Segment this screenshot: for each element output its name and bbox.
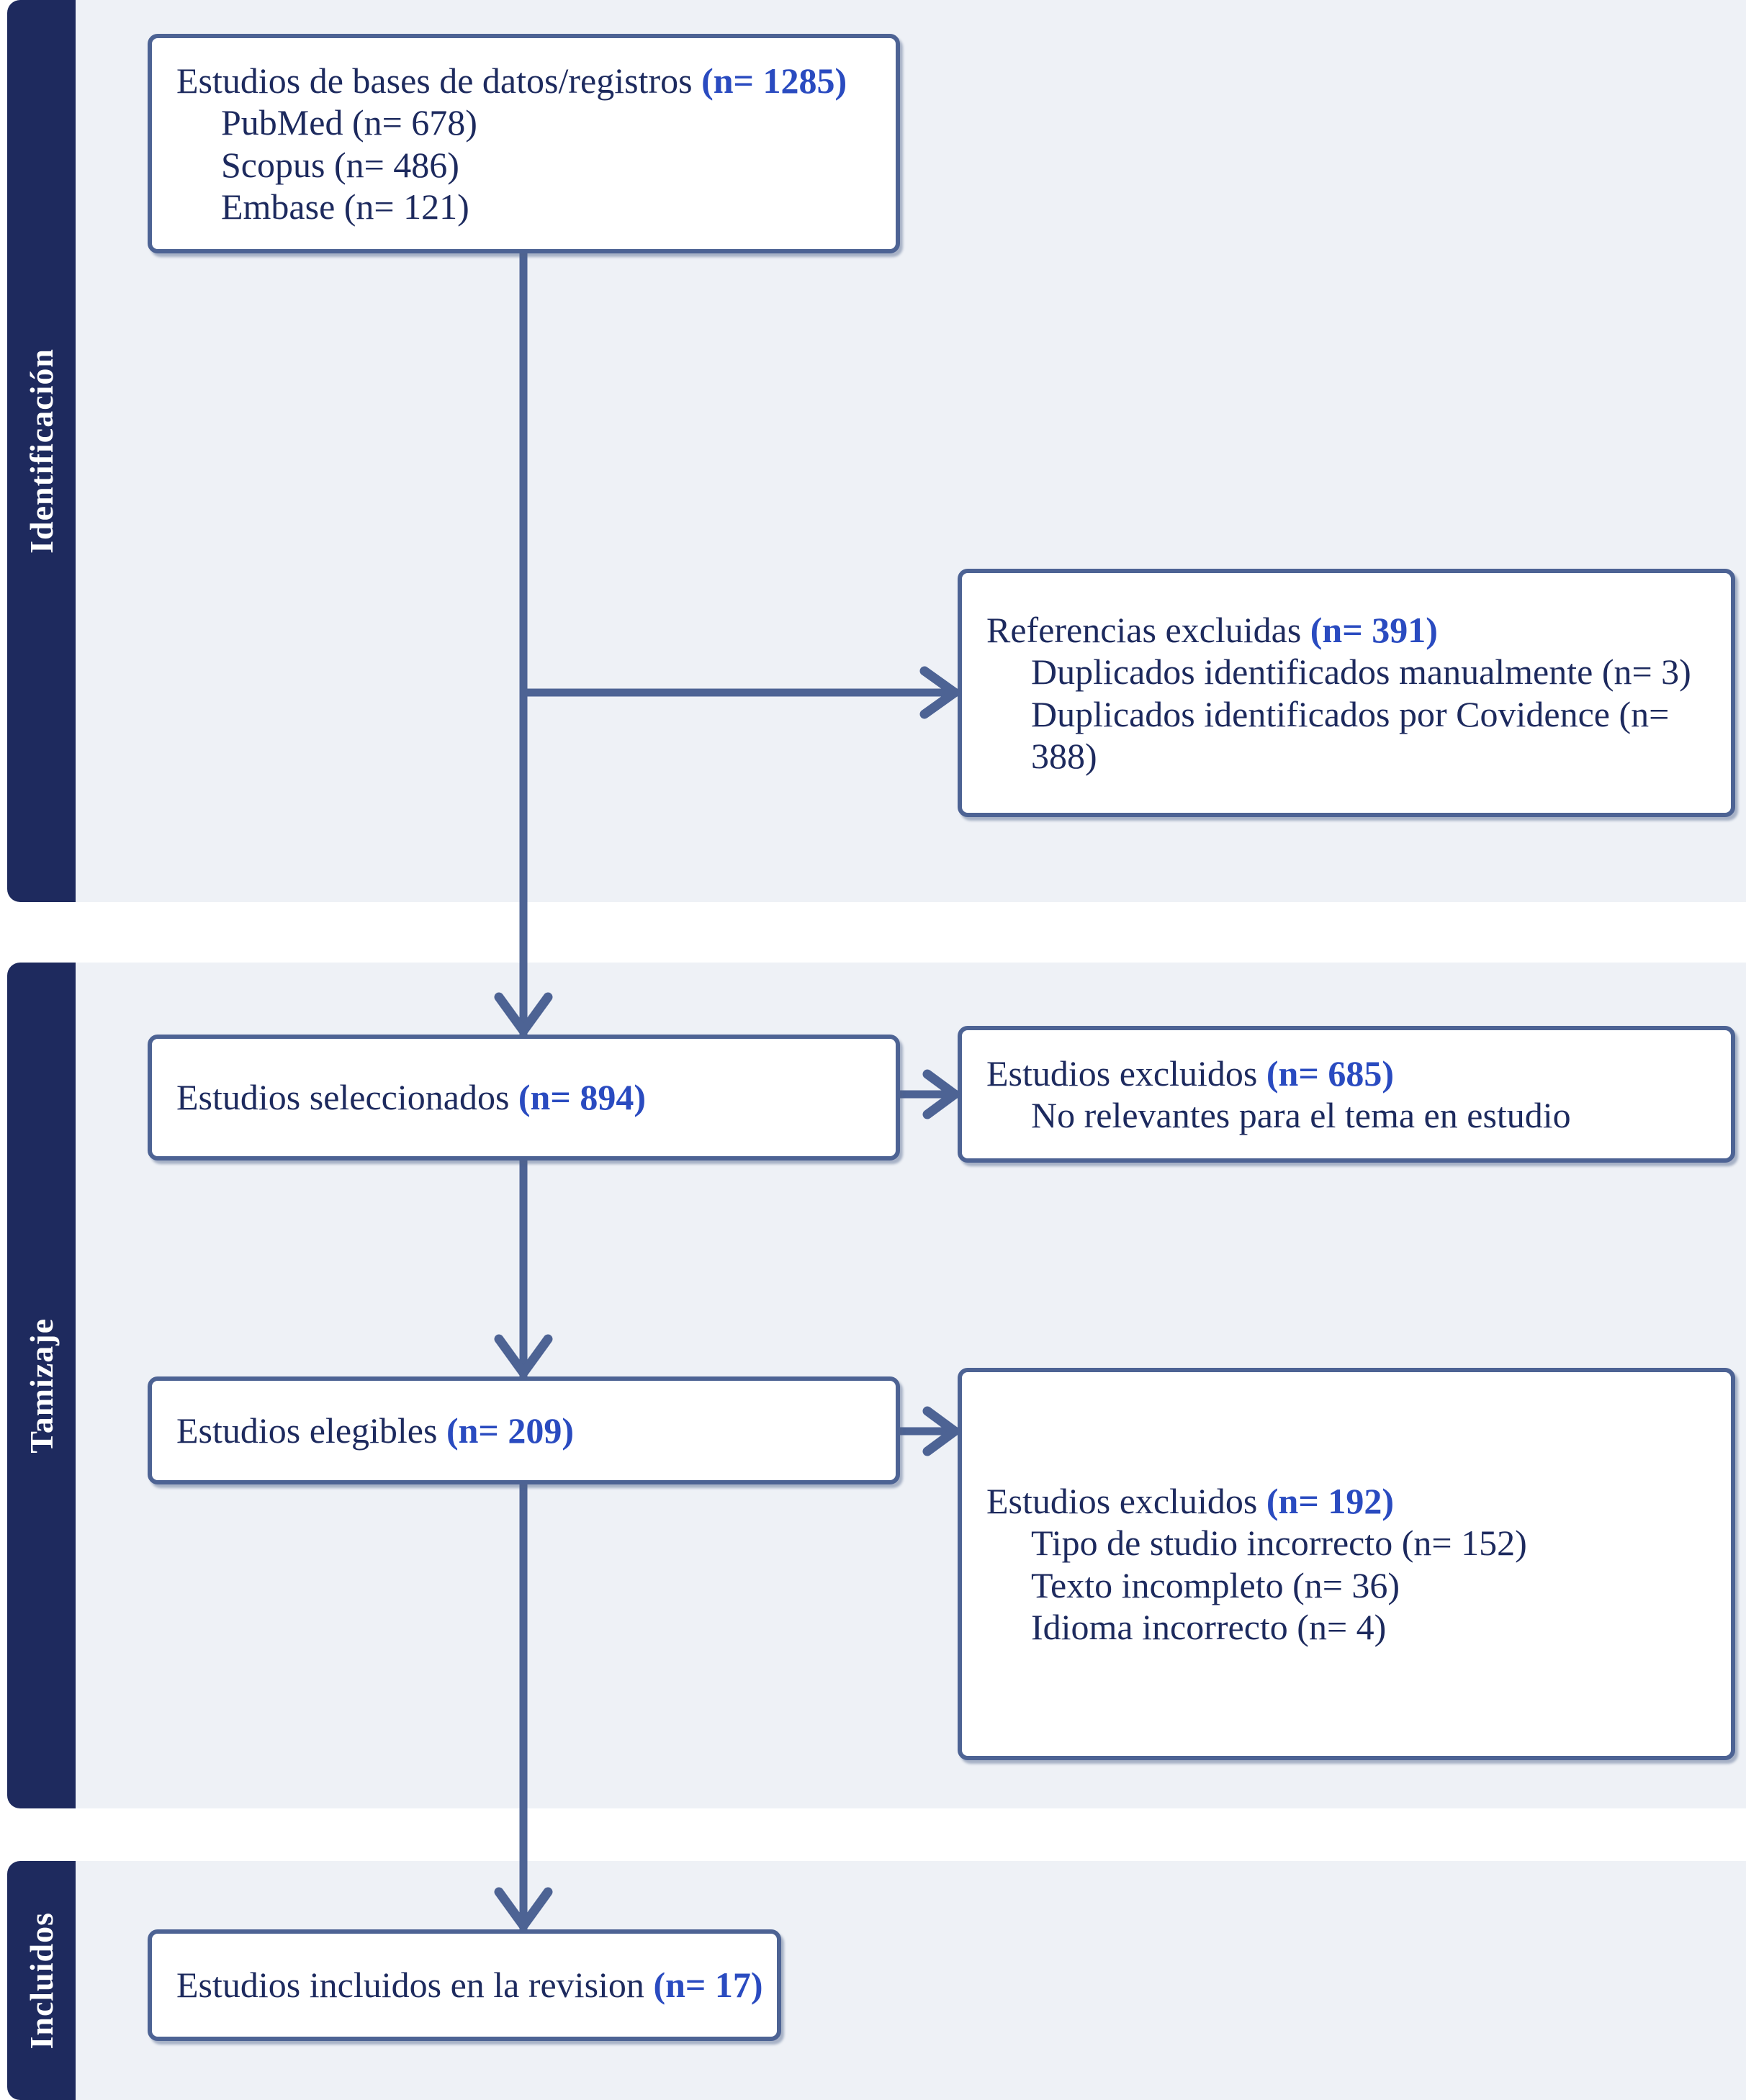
included-box: Estudios incluidos en la revision (n= 17… <box>148 1929 781 2041</box>
excluded-eligible-box-title-text: Estudios excluidos <box>986 1480 1266 1521</box>
sources-box-item: Scopus (n= 486) <box>221 144 459 185</box>
excluded-screened-box-title-count: (n= 685) <box>1266 1053 1394 1094</box>
stage-tab-included: Incluidos <box>7 1861 76 2100</box>
excluded-screened-box: Estudios excluidos (n= 685) No relevante… <box>958 1026 1735 1163</box>
excluded-references-box-item: Duplicados identificados por Covidence (… <box>1031 693 1670 777</box>
sources-box-title: Estudios de bases de datos/registros (n=… <box>176 60 871 102</box>
excluded-references-box-title: Referencias excluidas (n= 391) <box>986 609 1706 652</box>
stage-tab-screening-label: Tamizaje <box>23 1317 60 1454</box>
sources-box-title-count: (n= 1285) <box>701 60 847 101</box>
excluded-eligible-box-title: Estudios excluidos (n= 192) <box>986 1480 1706 1523</box>
screened-box: Estudios seleccionados (n= 894) <box>148 1035 900 1161</box>
excluded-eligible-box-item: Idioma incorrecto (n= 4) <box>1031 1607 1387 1647</box>
excluded-screened-box-item: No relevantes para el tema en estudio <box>1031 1095 1571 1135</box>
excluded-eligible-box-item: Texto incompleto (n= 36) <box>1031 1564 1400 1605</box>
included-box-title: Estudios incluidos en la revision (n= 17… <box>176 1964 763 2006</box>
stage-tab-identification: Identificación <box>7 0 76 902</box>
sources-box: Estudios de bases de datos/registros (n=… <box>148 34 900 253</box>
eligible-box-title: Estudios elegibles (n= 209) <box>176 1410 871 1452</box>
screened-box-title: Estudios seleccionados (n= 894) <box>176 1076 871 1119</box>
screened-box-title-count: (n= 894) <box>518 1077 647 1118</box>
included-box-title-text: Estudios incluidos en la revision <box>176 1965 654 2006</box>
eligible-box: Estudios elegibles (n= 209) <box>148 1376 900 1484</box>
included-box-title-count: (n= 17) <box>653 1965 763 2006</box>
eligible-box-title-count: (n= 209) <box>446 1410 575 1451</box>
screened-box-title-text: Estudios seleccionados <box>176 1077 518 1118</box>
stage-tab-included-label: Incluidos <box>23 1911 60 2050</box>
excluded-references-box-title-count: (n= 391) <box>1310 609 1438 650</box>
excluded-references-box-item: Duplicados identificados manualmente (n=… <box>1031 652 1691 692</box>
excluded-screened-box-title: Estudios excluidos (n= 685) <box>986 1053 1706 1095</box>
excluded-references-box-title-text: Referencias excluidas <box>986 609 1310 650</box>
excluded-screened-box-title-text: Estudios excluidos <box>986 1053 1266 1094</box>
excluded-eligible-box-title-count: (n= 192) <box>1266 1480 1394 1521</box>
eligible-box-title-text: Estudios elegibles <box>176 1410 446 1451</box>
excluded-references-box: Referencias excluidas (n= 391) Duplicado… <box>958 569 1735 817</box>
sources-box-item: Embase (n= 121) <box>221 186 469 227</box>
sources-box-item: PubMed (n= 678) <box>221 102 477 143</box>
stage-tab-screening: Tamizaje <box>7 963 76 1808</box>
excluded-eligible-box-item: Tipo de studio incorrecto (n= 152) <box>1031 1523 1527 1563</box>
stage-tab-identification-label: Identificación <box>23 348 60 554</box>
sources-box-title-text: Estudios de bases de datos/registros <box>176 60 702 101</box>
excluded-eligible-box: Estudios excluidos (n= 192) Tipo de stud… <box>958 1368 1735 1760</box>
